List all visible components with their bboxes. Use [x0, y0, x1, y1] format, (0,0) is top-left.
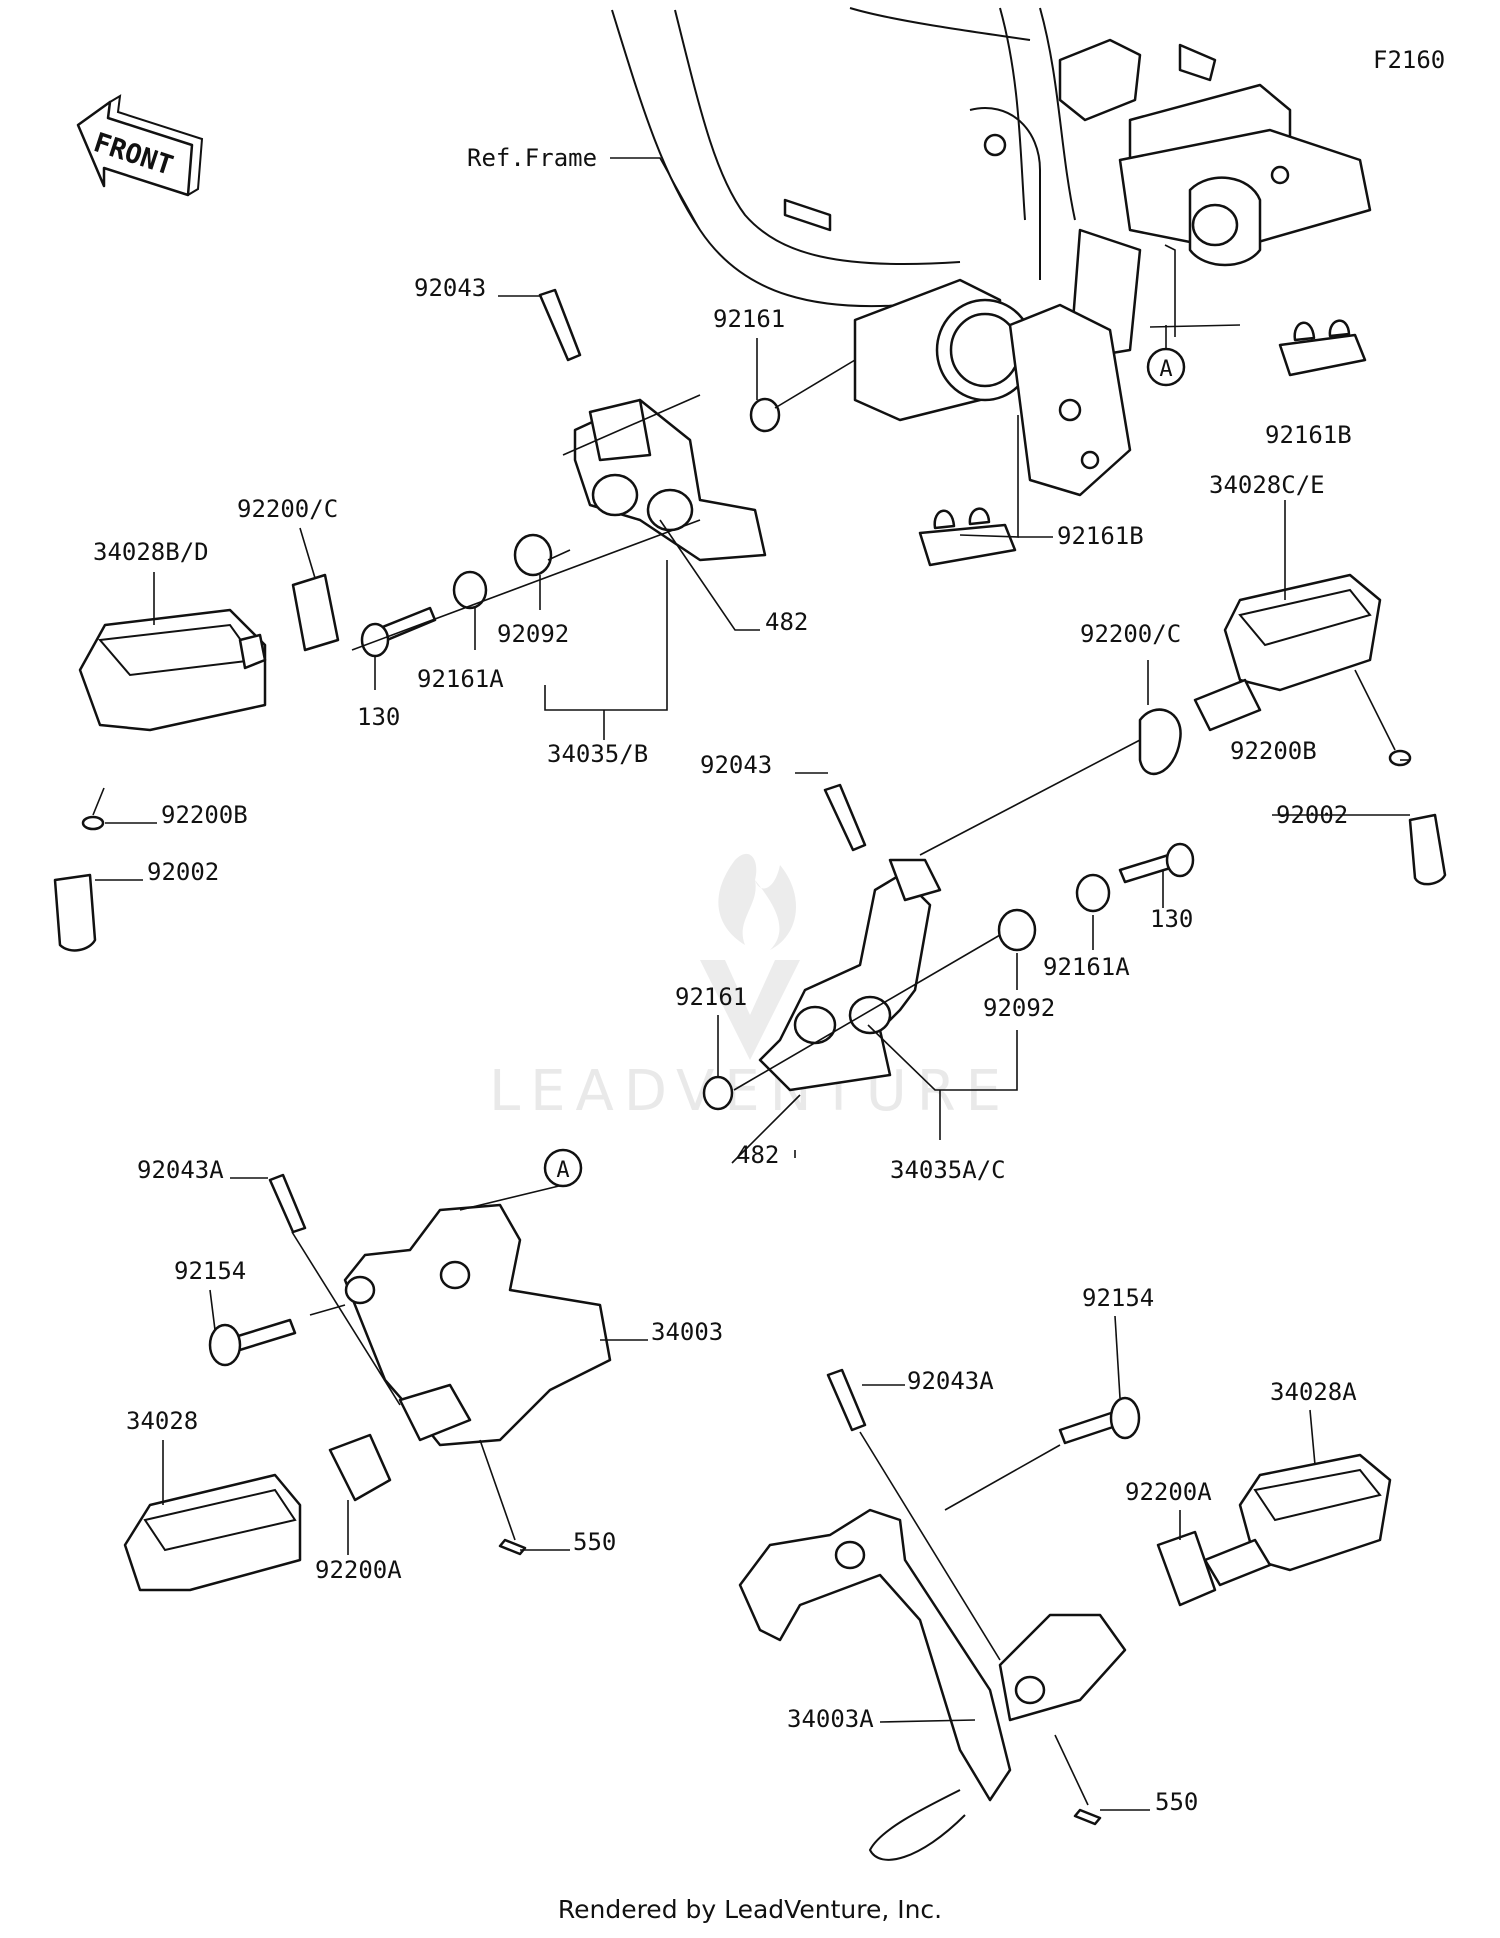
callout-92200a: 92200A — [1125, 1478, 1212, 1506]
ref-markers: A A — [543, 347, 1186, 1188]
ref-marker-a-2-text: A — [556, 1158, 569, 1183]
callout-92200-c: 92200/C — [1080, 620, 1181, 648]
callout-92200b: 92200B — [1230, 737, 1317, 765]
callout-92161b: 92161B — [1057, 522, 1144, 550]
bolt-92154-left — [208, 1318, 297, 1367]
callout-130: 130 — [357, 703, 400, 731]
leader-lines — [92, 157, 1410, 1811]
callout-92002: 92002 — [1276, 801, 1348, 829]
callout-92161a: 92161A — [1043, 953, 1130, 981]
pin-92043a-left — [268, 1173, 307, 1234]
bolt-92154-right — [1058, 1396, 1141, 1445]
callout-92161: 92161 — [675, 983, 747, 1011]
ref-marker-a-1 — [1146, 347, 1186, 387]
cotter-550-right — [1073, 1808, 1102, 1826]
callout-92043a: 92043A — [137, 1156, 224, 1184]
pin-92002-left — [53, 873, 97, 952]
callout-92043: 92043 — [414, 274, 486, 302]
callout-92200a: 92200A — [315, 1556, 402, 1584]
washer-92161-left — [749, 397, 781, 433]
washer-92161a-right — [1075, 873, 1111, 913]
callout-34028: 34028 — [126, 1407, 198, 1435]
callout-92161a: 92161A — [417, 665, 504, 693]
washer-92161-right — [702, 1075, 734, 1111]
gasket-92200c-left — [291, 573, 340, 652]
callout-92092: 92092 — [983, 994, 1055, 1022]
callout-92200b: 92200B — [161, 801, 248, 829]
callout-34028b-d: 34028B/D — [93, 538, 209, 566]
frame-rubber-pad-left — [918, 507, 1017, 567]
frame — [611, 7, 1372, 497]
washer-92161a-left — [452, 570, 488, 610]
diagram-code: F2160 — [1373, 46, 1445, 74]
watermark-text: LEADVENTURE — [489, 1059, 1011, 1124]
callout-130: 130 — [1150, 905, 1193, 933]
callout-34035a-c: 34035A/C — [890, 1156, 1006, 1184]
cotter-550-left — [498, 1538, 527, 1556]
callout-34003a: 34003A — [787, 1705, 874, 1733]
watermark: LEADVENTURE — [489, 853, 1011, 1124]
footpeg-34028c-e — [1193, 573, 1382, 732]
bracket-34003a — [738, 1508, 1127, 1861]
pin-92043-left — [538, 288, 582, 362]
ref-marker-a-2 — [543, 1148, 583, 1188]
pin-92043-right — [823, 783, 867, 852]
bracket-34003 — [343, 1203, 612, 1447]
footpeg-34028a — [1203, 1453, 1392, 1587]
callout-92161b: 92161B — [1265, 421, 1352, 449]
footpeg-34028 — [123, 1473, 302, 1592]
frame-rubber-pad-right — [1278, 319, 1367, 377]
ref-marker-a-1-text: A — [1159, 357, 1172, 382]
front-arrow: FRONT — [76, 94, 204, 197]
washer-92200b-right — [1388, 749, 1412, 767]
callout-550: 550 — [573, 1528, 616, 1556]
callout-92002: 92002 — [147, 858, 219, 886]
ref-frame-label: Ref.Frame — [467, 144, 597, 172]
bolt-130-right — [1118, 842, 1195, 884]
callout-550: 550 — [1155, 1788, 1198, 1816]
bushing-92092-right — [997, 908, 1037, 952]
callout-92161: 92161 — [713, 305, 785, 333]
washer-92200b-left — [81, 815, 105, 831]
callout-34003: 34003 — [651, 1318, 723, 1346]
callout-34028c-e: 34028C/E — [1209, 471, 1325, 499]
callout-92092: 92092 — [497, 620, 569, 648]
gasket-92200a-right — [1156, 1530, 1217, 1607]
callout-92043a: 92043A — [907, 1367, 994, 1395]
pin-92043a-right — [826, 1368, 867, 1432]
callout-482: 482 — [765, 608, 808, 636]
callout-92154: 92154 — [1082, 1284, 1154, 1312]
callout-92200-c: 92200/C — [237, 495, 338, 523]
gasket-92200c-right — [1138, 708, 1182, 776]
render-credit: Rendered by LeadVenture, Inc. — [557, 1895, 943, 1924]
callout-92043: 92043 — [700, 751, 772, 779]
callout-34035-b: 34035/B — [547, 740, 648, 768]
bracket-34035a-c — [758, 858, 942, 1092]
bushing-92092-left — [513, 533, 553, 577]
pin-92002-right — [1408, 813, 1447, 886]
callout-34028a: 34028A — [1270, 1378, 1357, 1406]
callout-92154: 92154 — [174, 1257, 246, 1285]
footpeg-34028b-d — [78, 608, 267, 732]
callout-482: 482 — [736, 1141, 779, 1169]
gasket-92200a-left — [328, 1433, 392, 1502]
bolt-130-left — [360, 606, 437, 658]
